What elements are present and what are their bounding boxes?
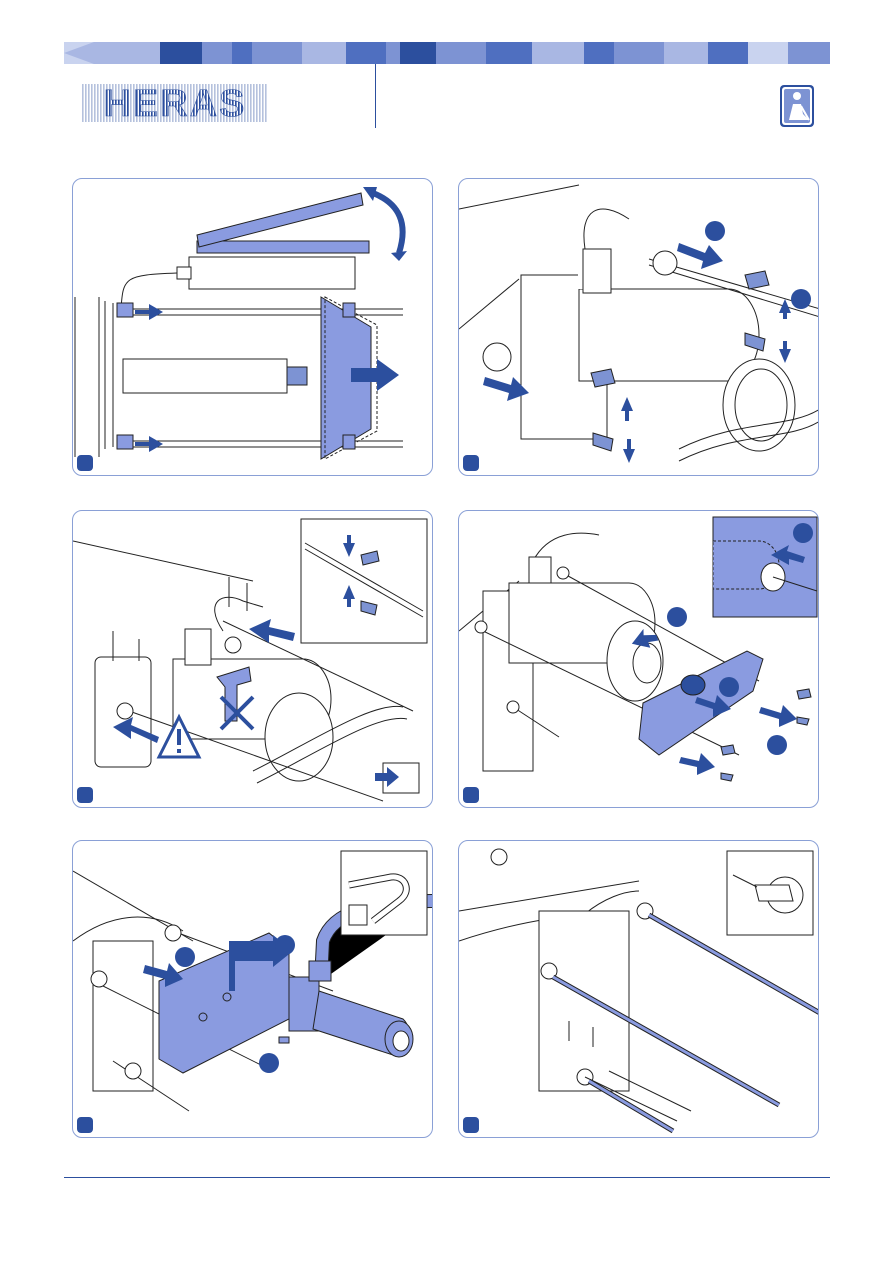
panel-6-illustration xyxy=(459,841,819,1138)
step-badge-1 xyxy=(77,455,93,471)
instruction-panel-4 xyxy=(458,510,819,808)
worker-icon xyxy=(779,84,815,128)
heras-logo: HERAS xyxy=(82,84,268,122)
footer-rule xyxy=(64,1177,830,1178)
instruction-panel-5 xyxy=(72,840,433,1138)
step-badge-5 xyxy=(77,1117,93,1133)
instruction-panel-1 xyxy=(72,178,433,476)
panel-3-illustration xyxy=(73,511,433,808)
panel-2-illustration xyxy=(459,179,819,476)
header-banner xyxy=(64,42,830,64)
header-divider xyxy=(375,64,376,128)
instruction-panel-3 xyxy=(72,510,433,808)
step-badge-6 xyxy=(463,1117,479,1133)
instruction-panel-2 xyxy=(458,178,819,476)
step-badge-2 xyxy=(463,455,479,471)
instruction-panel-6 xyxy=(458,840,819,1138)
brand-text: HERAS xyxy=(103,84,246,122)
panel-1-illustration xyxy=(73,179,433,476)
step-badge-4 xyxy=(463,787,479,803)
step-badge-3 xyxy=(77,787,93,803)
panel-4-illustration xyxy=(459,511,819,808)
panel-5-illustration xyxy=(73,841,433,1138)
